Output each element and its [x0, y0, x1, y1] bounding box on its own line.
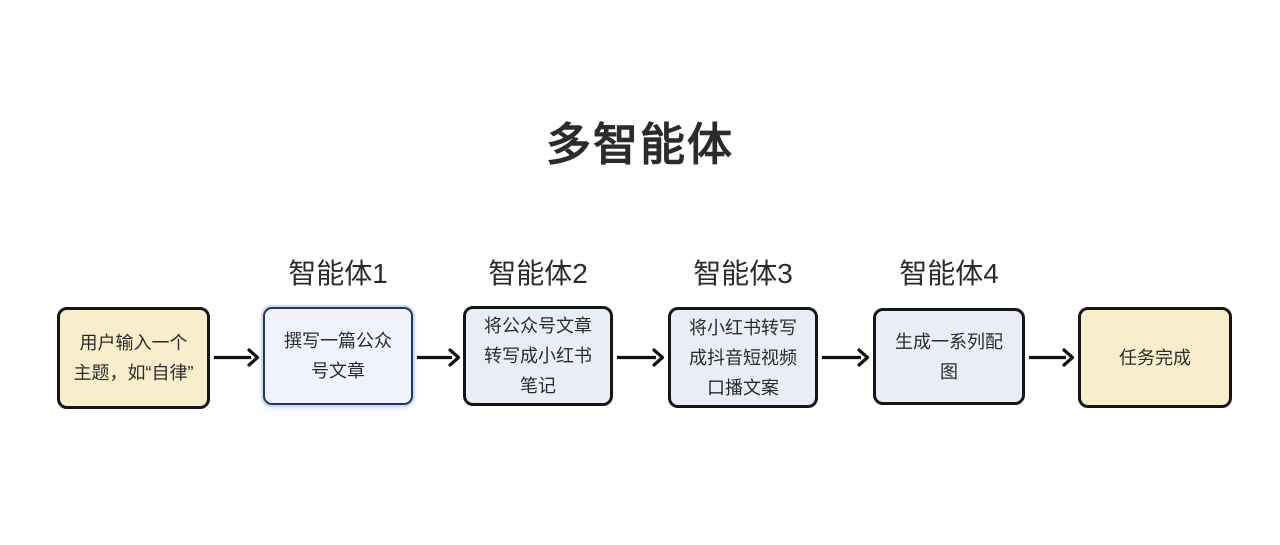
- agent-2-label: 智能体2: [488, 258, 588, 289]
- node-agent-1-text: 撰写一篇公众号文章: [284, 331, 392, 381]
- node-agent-3: 将小红书转写成抖音短视频口播文案: [668, 307, 818, 408]
- arrow-icon: [417, 348, 461, 367]
- node-task-complete-text: 任务完成: [1119, 347, 1191, 368]
- arrow-icon: [617, 348, 665, 367]
- node-agent-2-text: 将公众号文章转写成小红书笔记: [484, 316, 592, 396]
- arrow-icon: [214, 348, 260, 367]
- diagram-title: 多智能体: [545, 119, 734, 170]
- node-user-input-text: 用户输入一个主题，如“自律”: [73, 333, 194, 383]
- node-agent-4-text: 生成一系列配图: [895, 331, 1003, 382]
- arrow-icon: [822, 348, 870, 367]
- agent-4-label: 智能体4: [899, 258, 999, 289]
- agent-1-label: 智能体1: [288, 258, 388, 289]
- agent-3-label: 智能体3: [693, 258, 793, 289]
- node-agent-1: 撰写一篇公众号文章: [263, 307, 413, 405]
- node-task-complete: 任务完成: [1078, 307, 1232, 408]
- node-agent-4: 生成一系列配图: [873, 308, 1025, 405]
- node-agent-3-text: 将小红书转写成抖音短视频口播文案: [689, 317, 797, 398]
- arrow-icon: [1029, 348, 1075, 367]
- node-user-input: 用户输入一个主题，如“自律”: [57, 307, 210, 409]
- node-agent-2: 将公众号文章转写成小红书笔记: [463, 306, 613, 406]
